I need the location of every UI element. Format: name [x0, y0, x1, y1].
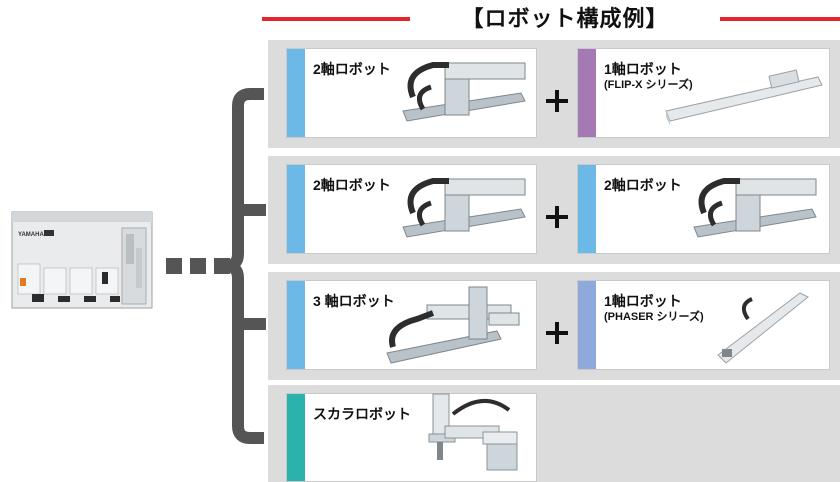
- card-stripe: [578, 165, 596, 253]
- configuration-bracket: [166, 88, 266, 444]
- card-label: 2軸ロボット: [313, 177, 391, 193]
- config-card-row4-left: スカラロボット: [286, 393, 537, 482]
- three-axis-robot-icon: [386, 286, 520, 364]
- diagram-title-bar: 【ロボット構成例】: [262, 4, 840, 34]
- config-card-row3-left: 3 軸ロボット: [286, 280, 537, 370]
- card-label: 2軸ロボット: [604, 177, 682, 193]
- scara-robot-icon: [428, 393, 518, 471]
- two-axis-robot-icon: [693, 178, 817, 238]
- card-stripe: [287, 49, 305, 137]
- card-sublabel: (PHASER シリーズ): [604, 311, 704, 323]
- card-label: 1軸ロボット: [604, 61, 682, 77]
- card-label: 3 軸ロボット: [313, 293, 395, 309]
- plus-icon: [540, 316, 574, 350]
- diagram-title: 【ロボット構成例】: [461, 6, 669, 31]
- config-card-row1-right: 1軸ロボット (FLIP-X シリーズ): [577, 48, 830, 138]
- title-rule-left: [262, 17, 410, 21]
- card-label: 2軸ロボット: [313, 61, 391, 77]
- config-card-row2-right: 2軸ロボット: [577, 164, 830, 254]
- plus-icon: [540, 200, 574, 234]
- card-stripe: [287, 281, 305, 369]
- two-axis-robot-icon: [402, 62, 526, 122]
- robot-controller-icon: YAMAHA: [11, 211, 153, 309]
- title-rule-right: [720, 17, 840, 21]
- single-axis-flipx-robot-icon: [665, 69, 823, 125]
- config-card-row3-right: 1軸ロボット (PHASER シリーズ): [577, 280, 830, 370]
- controller-brand: YAMAHA: [18, 232, 44, 238]
- card-stripe: [578, 281, 596, 369]
- card-stripe: [578, 49, 596, 137]
- card-label: スカラロボット: [313, 406, 411, 422]
- card-stripe: [287, 394, 305, 481]
- card-stripe: [287, 165, 305, 253]
- config-card-row2-left: 2軸ロボット: [286, 164, 537, 254]
- single-axis-phaser-robot-icon: [717, 292, 809, 364]
- card-sublabel: (FLIP-X シリーズ): [604, 79, 693, 91]
- config-card-row1-left: 2軸ロボット: [286, 48, 537, 138]
- card-label: 1軸ロボット: [604, 293, 682, 309]
- two-axis-robot-icon: [402, 178, 526, 238]
- plus-icon: [540, 84, 574, 118]
